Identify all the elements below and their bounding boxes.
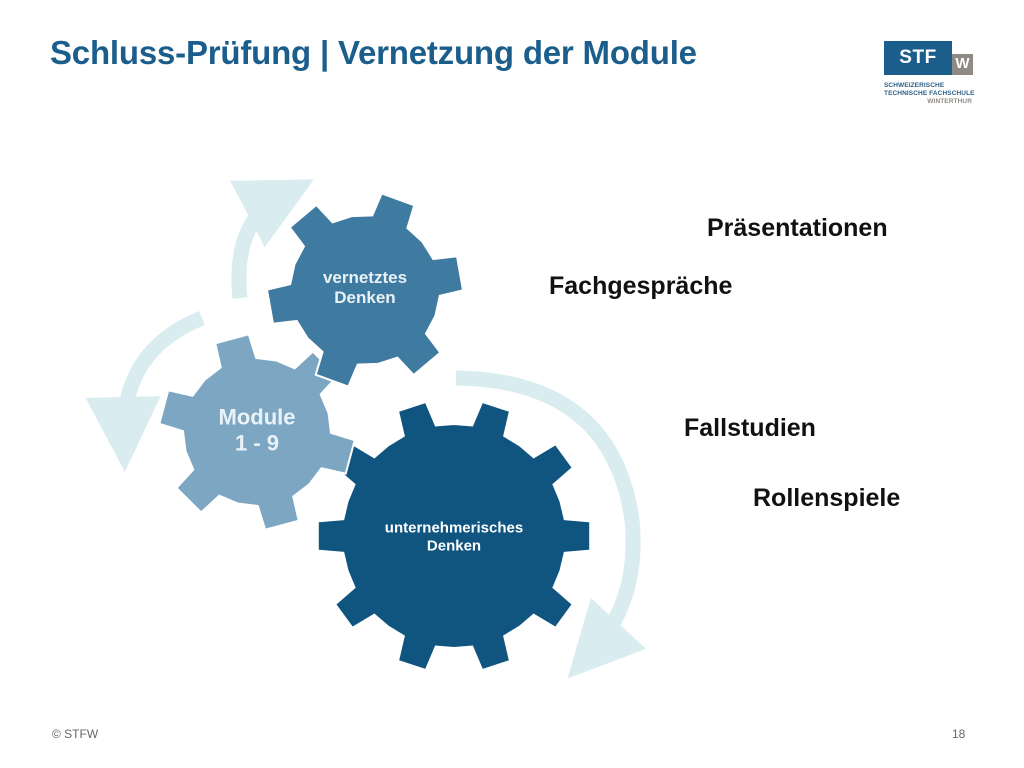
activity-rollenspiele: Rollenspiele: [753, 484, 901, 512]
cycle-arrow-left: [85, 311, 205, 472]
gear-shape: [316, 400, 592, 672]
gear-label-line: vernetztes: [323, 268, 407, 287]
gear-label-line: 1 - 9: [235, 431, 279, 456]
footer-copyright: © STFW: [52, 727, 99, 741]
cycle-arrows: [85, 179, 647, 679]
slide-title: Schluss-Prüfung | Vernetzung der Module: [50, 34, 697, 71]
cycle-arrow-top: [230, 179, 314, 299]
activity-fallstudien: Fallstudien: [684, 414, 816, 442]
footer-page-number: 18: [952, 727, 966, 741]
gear-shape: [265, 192, 465, 388]
gear-label-line: Module: [219, 405, 296, 430]
logo-w-mark: W: [952, 54, 973, 75]
gear-label-line: Denken: [334, 288, 395, 307]
logo-subtitle-line2: TECHNISCHE FACHSCHULE: [884, 90, 975, 97]
logo-subtitle-line1: SCHWEIZERISCHE: [884, 82, 945, 89]
logo-subtitle-line3: WINTERTHUR: [927, 98, 972, 105]
stfw-logo: STF W SCHWEIZERISCHE TECHNISCHE FACHSCHU…: [884, 41, 976, 107]
activity-fachgespraeche: Fachgespräche: [549, 272, 733, 300]
activity-praesentationen: Präsentationen: [707, 214, 888, 242]
cycle-arrow-right: [455, 370, 647, 679]
gear-shape: [158, 333, 356, 531]
logo-stf-mark: STF: [884, 41, 952, 75]
gear-label-line: unternehmerisches: [385, 519, 523, 536]
gear-label-line: Denken: [427, 537, 481, 554]
